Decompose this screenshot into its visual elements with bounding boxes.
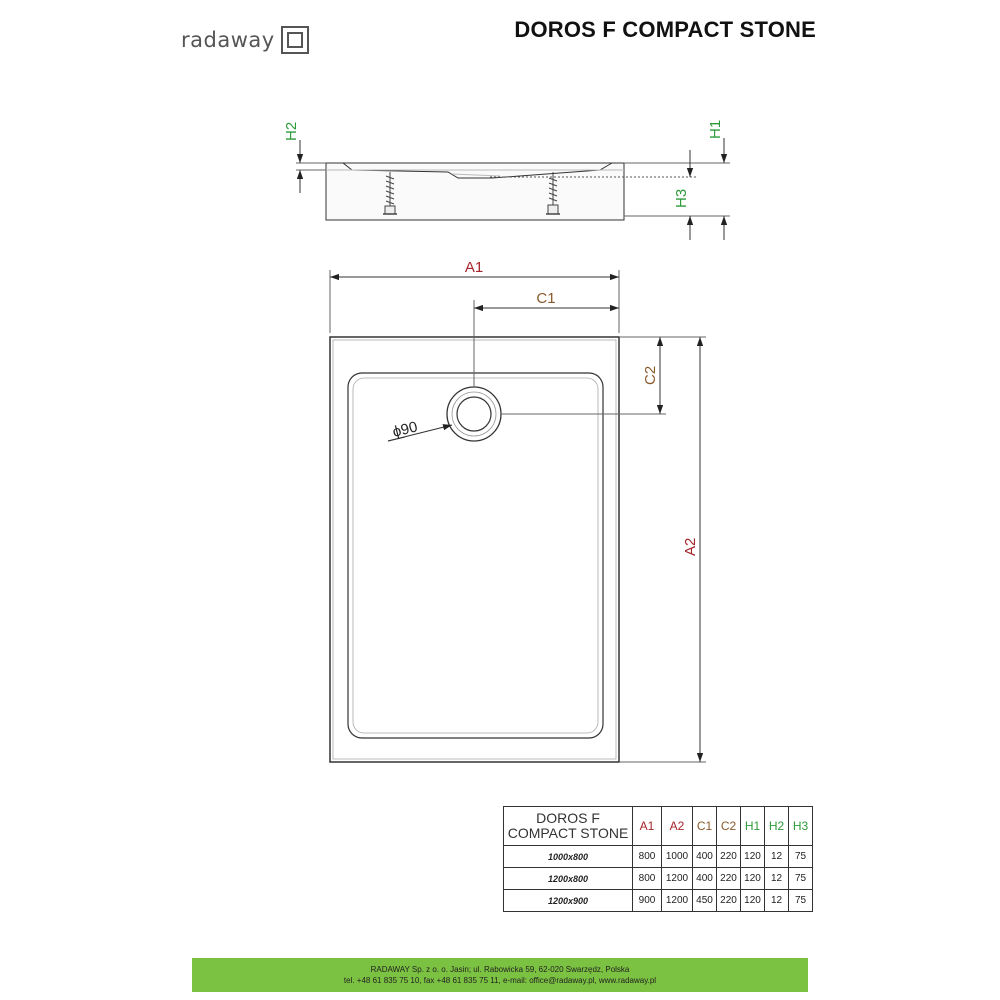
h2-label: H2: [283, 122, 300, 141]
drain-diameter-label: ϕ90: [391, 418, 419, 441]
col-h3: H3: [788, 806, 813, 846]
col-a2: A2: [661, 806, 693, 846]
cell-h3: 75: [788, 845, 813, 868]
cell-c2: 220: [716, 889, 741, 912]
size-cell: 1200x900: [503, 889, 633, 912]
size-cell: 1000x800: [503, 845, 633, 868]
a1-label: A1: [465, 259, 483, 276]
size-cell: 1200x800: [503, 867, 633, 890]
cell-h2: 12: [764, 867, 789, 890]
a2-label: A2: [682, 538, 699, 556]
cell-a2: 1000: [661, 845, 693, 868]
page-title: DOROS F COMPACT STONE: [514, 17, 816, 42]
cell-a1: 900: [632, 889, 662, 912]
table-row: 1000x800 800 1000 400 220 120 12 75: [503, 845, 813, 868]
adjustable-leg-left: [383, 172, 397, 215]
col-c1: C1: [692, 806, 717, 846]
cell-c2: 220: [716, 867, 741, 890]
cell-h2: 12: [764, 845, 789, 868]
logo-square-icon: [280, 26, 309, 54]
model-line-2: COMPACT STONE: [507, 825, 629, 841]
dimensions-table: DOROS F COMPACT STONE A1 A2 C1 C2 H1 H2 …: [503, 806, 813, 912]
model-line-1: DOROS F: [536, 810, 600, 826]
cell-a1: 800: [632, 845, 662, 868]
cell-c1: 450: [692, 889, 717, 912]
drain-outlet: [446, 386, 502, 442]
h1-label: H1: [707, 120, 724, 139]
adjustable-leg-right: [546, 172, 560, 215]
table-row: 1200x900 900 1200 450 220 120 12 75: [503, 889, 813, 912]
cell-c2: 220: [716, 845, 741, 868]
cell-c1: 400: [692, 867, 717, 890]
cell-a1: 800: [632, 867, 662, 890]
model-header: DOROS F COMPACT STONE: [503, 806, 633, 846]
col-a1: A1: [632, 806, 662, 846]
cell-h1: 120: [740, 845, 765, 868]
cell-h3: 75: [788, 889, 813, 912]
tray-inner-basin: [347, 372, 604, 739]
company-footer: RADAWAY Sp. z o. o. Jasin; ul. Rabowicka…: [192, 958, 808, 992]
footer-contact: tel. +48 61 835 75 10, fax +48 61 835 75…: [343, 976, 657, 985]
col-h2: H2: [764, 806, 789, 846]
footer-address: RADAWAY Sp. z o. o. Jasin; ul. Rabowicka…: [370, 965, 630, 974]
cell-a2: 1200: [661, 867, 693, 890]
col-h1: H1: [740, 806, 765, 846]
table-row: 1200x800 800 1200 400 220 120 12 75: [503, 867, 813, 890]
c1-label: C1: [536, 290, 555, 307]
cell-h2: 12: [764, 889, 789, 912]
col-c2: C2: [716, 806, 741, 846]
c2-label: C2: [642, 366, 659, 385]
logo-text: radaway: [181, 28, 275, 52]
cell-h1: 120: [740, 867, 765, 890]
brand-logo: radaway: [181, 24, 309, 56]
cell-a2: 1200: [661, 889, 693, 912]
cell-c1: 400: [692, 845, 717, 868]
top-view: [329, 270, 706, 763]
table-header-row: DOROS F COMPACT STONE A1 A2 C1 C2 H1 H2 …: [503, 806, 813, 846]
side-view: [296, 138, 730, 240]
cell-h1: 120: [740, 889, 765, 912]
cell-h3: 75: [788, 867, 813, 890]
h3-label: H3: [673, 189, 690, 208]
